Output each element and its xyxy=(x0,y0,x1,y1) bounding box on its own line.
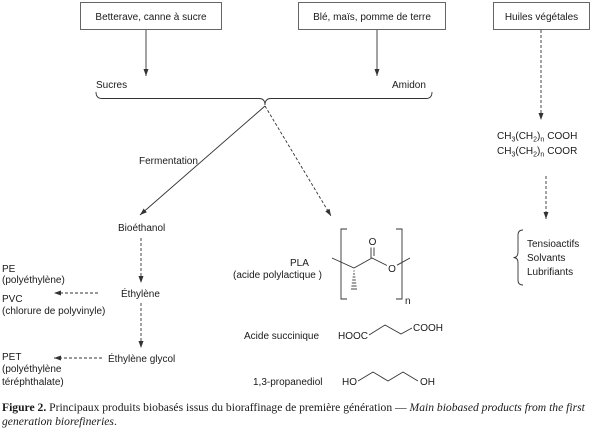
pet-full-name-line-1: (polyéthylène xyxy=(2,364,62,375)
product-surfactants: Tensioactifs xyxy=(527,239,579,250)
propanediol-left-group: HO xyxy=(342,377,357,388)
bioethanol-label: Bioéthanol xyxy=(118,223,165,234)
formula-subscript: 3 xyxy=(511,152,515,159)
source-starch-crops-box xyxy=(298,2,446,30)
formula-part: CH xyxy=(497,131,511,142)
source-vegetable-oils-label: Huiles végétales xyxy=(505,12,578,23)
propanediol-structure: HO OH xyxy=(342,371,435,388)
pvc-full-name: (chlorure de polyvinyle) xyxy=(2,306,105,317)
starch-label: Amidon xyxy=(392,80,426,91)
formula-part: (CH xyxy=(515,131,533,142)
formula-subscript: n xyxy=(540,152,544,159)
formula-part: COOR xyxy=(547,146,577,157)
pla-backbone-bonds xyxy=(331,257,388,269)
pla-carbonyl-oxygen: O xyxy=(369,237,377,248)
product-solvents: Solvants xyxy=(527,253,565,264)
fermentation-label: Fermentation xyxy=(139,156,198,167)
caption-english-text-line-2: generation biorefineries xyxy=(2,415,114,428)
formula-part: ) xyxy=(537,146,540,157)
succinic-acid-structure: HOOC COOH xyxy=(338,323,443,342)
ethylene-glycol-label: Éthylène glycol xyxy=(108,352,175,365)
source-sugar-crops: Betterave, canne à sucre xyxy=(80,2,222,30)
pla-left-bracket xyxy=(340,228,347,300)
formula-subscript: 2 xyxy=(533,152,537,159)
arrow-fermentation-to-bioethanol xyxy=(139,105,266,216)
succinic-acid-bonds xyxy=(368,324,413,336)
formula-part: ) xyxy=(537,131,540,142)
ethylene-label: Éthylène xyxy=(121,287,160,300)
caption-label: Figure 2. xyxy=(2,401,47,414)
pvc-name: PVC xyxy=(2,294,23,305)
pla-ester-oxygen: O xyxy=(388,264,396,275)
pla-repeat-index: n xyxy=(405,296,411,307)
source-sugar-crops-label: Betterave, canne à sucre xyxy=(95,12,207,23)
pe-full-name: (polyéthylène) xyxy=(2,275,65,286)
pla-structure: O O n xyxy=(331,228,411,307)
propanediol-bonds xyxy=(357,371,419,382)
pe-name: PE xyxy=(2,264,16,275)
pla-name: PLA xyxy=(290,258,309,269)
source-vegetable-oils: Huiles végétales xyxy=(493,2,590,30)
formula-subscript: 2 xyxy=(533,137,537,144)
source-starch-crops: Blé, maïs, pomme de terre xyxy=(298,2,446,30)
biorefinery-flow-diagram: Betterave, canne à sucre Blé, maïs, pomm… xyxy=(2,2,590,388)
source-sugar-crops-box xyxy=(80,2,222,30)
pla-full-name: (acide polylactique ) xyxy=(233,270,322,281)
arrow-to-biobased-chemicals xyxy=(264,105,332,217)
figure-caption: Figure 2. Principaux produits biobasés i… xyxy=(2,401,598,429)
pla-right-bracket xyxy=(396,228,403,300)
propanediol-right-group: OH xyxy=(420,377,435,388)
succinic-acid-left-group: HOOC xyxy=(338,331,368,342)
succinic-acid-right-group: COOH xyxy=(413,323,443,334)
formula-part: (CH xyxy=(515,146,533,157)
succinic-acid-name: Acide succinique xyxy=(244,331,319,342)
formula-subscript: n xyxy=(540,137,544,144)
caption-french-text: Principaux produits biobasés issus du bi… xyxy=(46,401,410,414)
pla-exit-bond xyxy=(396,257,411,266)
caption-line-2: generation biorefineries. xyxy=(2,415,598,429)
caption-english-text-line-1: Main biobased products from the first xyxy=(409,401,585,414)
sugars-label: Sucres xyxy=(96,80,127,91)
formula-subscript: 3 xyxy=(511,137,515,144)
pet-full-name-line-2: téréphthalate) xyxy=(2,377,64,388)
caption-end-period: . xyxy=(113,415,117,428)
propanediol-name: 1,3-propanediol xyxy=(253,377,323,388)
source-starch-crops-label: Blé, maïs, pomme de terre xyxy=(313,12,431,23)
pet-name: PET xyxy=(2,352,21,363)
sugars-starch-brace xyxy=(95,91,433,106)
pla-methyl-hashed-bond xyxy=(351,270,357,290)
formula-part: COOH xyxy=(547,131,577,142)
formula-part: CH xyxy=(497,146,511,157)
caption-line-1: Figure 2. Principaux produits biobasés i… xyxy=(2,401,598,415)
oil-products-brace xyxy=(513,229,524,286)
source-vegetable-oils-box xyxy=(493,2,590,30)
product-lubricants: Lubrifiants xyxy=(527,267,573,278)
